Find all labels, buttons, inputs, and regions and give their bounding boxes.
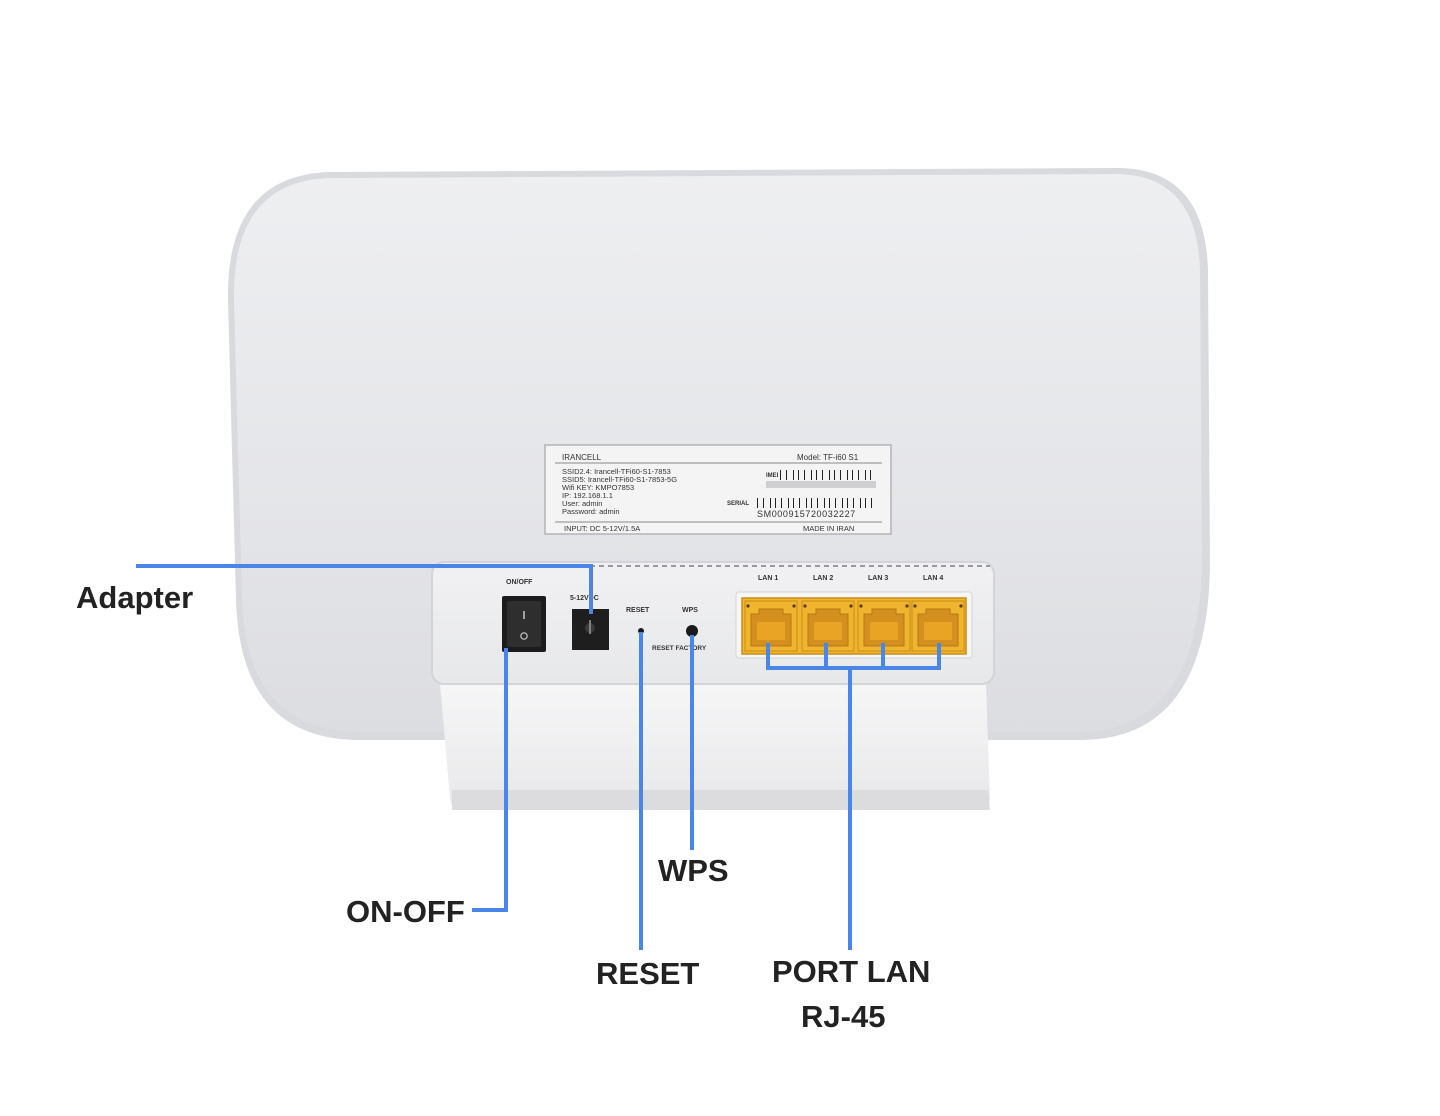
barcode-bar (858, 470, 859, 480)
adapter-callout: Adapter (76, 580, 194, 615)
barcode-bar (840, 470, 841, 480)
barcode-bar (811, 470, 812, 480)
wps-port-label: WPS (682, 607, 698, 614)
lan-ports: LAN 1 LAN 2 LAN 3 LAN 4 (735, 575, 973, 659)
reset-factory-label: RESET FACTORY (652, 645, 707, 652)
barcode-bar (793, 470, 794, 480)
barcode-bar (798, 470, 799, 480)
barcode-bar (799, 498, 800, 508)
barcode-bar (852, 470, 853, 480)
barcode-bar (829, 498, 830, 508)
sticker-line: SSID5: Irancell-TFi60-S1-7853-5G (562, 475, 677, 484)
barcode-bar (757, 498, 758, 508)
barcode-bar (865, 498, 866, 508)
lan-port-label: LAN 2 (813, 575, 833, 582)
wps-button (686, 625, 698, 637)
on-off-callout: ON-OFF (346, 894, 465, 929)
barcode-bar (788, 498, 789, 508)
barcode-bar (793, 498, 794, 508)
lan-port-label: LAN 1 (758, 575, 778, 582)
lan-port-label: LAN 3 (868, 575, 888, 582)
dc-in-port-label: 5-12VDC (570, 595, 599, 602)
barcode-bar (870, 470, 871, 480)
sticker-model: Model: TF-i60 S1 (797, 453, 859, 462)
barcode-bar (804, 470, 805, 480)
sticker-line: SSID2.4: Irancell-TFi60-S1-7853 (562, 467, 671, 476)
router-stand (440, 684, 990, 810)
sticker-serial-number: SM000915720032227 (757, 509, 856, 519)
sticker-input: INPUT: DC 5-12V/1.5A (564, 524, 640, 533)
barcode-bar (781, 498, 782, 508)
imei-blurred (766, 481, 876, 488)
barcode-bar (816, 470, 817, 480)
barcode-bar (835, 498, 836, 508)
sticker-line: IP: 192.168.1.1 (562, 491, 613, 500)
barcode-bar (775, 498, 776, 508)
barcode-bar (817, 498, 818, 508)
sticker-imei-label: IMEI (766, 473, 779, 479)
reset-callout: RESET (596, 956, 700, 991)
barcode-bar (780, 470, 781, 480)
barcode-bar (822, 470, 823, 480)
rj45-socket (911, 600, 965, 652)
wps-callout: WPS (658, 853, 729, 888)
on-off-leader-line (472, 648, 508, 912)
reset-port-label: RESET (626, 607, 650, 614)
rj45-socket (744, 600, 798, 652)
barcode-bar (834, 470, 835, 480)
lan-bracket-line (766, 643, 941, 670)
barcode-bar (847, 470, 848, 480)
sticker-line: Wifi KEY: KMPO7853 (562, 483, 634, 492)
lan-port-label: LAN 4 (923, 575, 943, 582)
barcode-bar (770, 498, 771, 508)
sticker-line: Password: admin (562, 507, 620, 516)
dc-power-jack: 5-12VDC (570, 595, 609, 650)
port-lan-callout-line1: PORT LAN (772, 954, 931, 989)
serial-barcode (757, 498, 872, 508)
barcode-bar (853, 498, 854, 508)
barcode-bar (860, 498, 861, 508)
barcode-bar (871, 498, 872, 508)
barcode-bar (865, 470, 866, 480)
on-off-port-label: ON/OFF (506, 579, 533, 586)
rj45-socket (857, 600, 911, 652)
sticker-line: User: admin (562, 499, 602, 508)
callout-leaders (136, 564, 941, 950)
adapter-leader-line (136, 564, 593, 614)
sticker-brand: IRANCELL (562, 453, 602, 462)
barcode-bar (811, 498, 812, 508)
sticker-made-in: MADE IN IRAN (803, 524, 854, 533)
barcode-bar (806, 498, 807, 508)
device-label-sticker: IRANCELL Model: TF-i60 S1 SSID2.4: Iranc… (544, 444, 892, 535)
port-lan-callout-line2: RJ-45 (801, 999, 886, 1034)
power-switch: ON/OFF (502, 579, 546, 652)
barcode-bar (763, 498, 764, 508)
barcode-bar (786, 470, 787, 480)
rj45-socket (801, 600, 855, 652)
barcode-bar (824, 498, 825, 508)
sticker-serial-label: SERIAL (727, 501, 749, 507)
rj45-sockets (744, 600, 965, 652)
barcode-bar (829, 470, 830, 480)
barcode-bar (842, 498, 843, 508)
imei-barcode (780, 470, 871, 480)
barcode-bar (847, 498, 848, 508)
